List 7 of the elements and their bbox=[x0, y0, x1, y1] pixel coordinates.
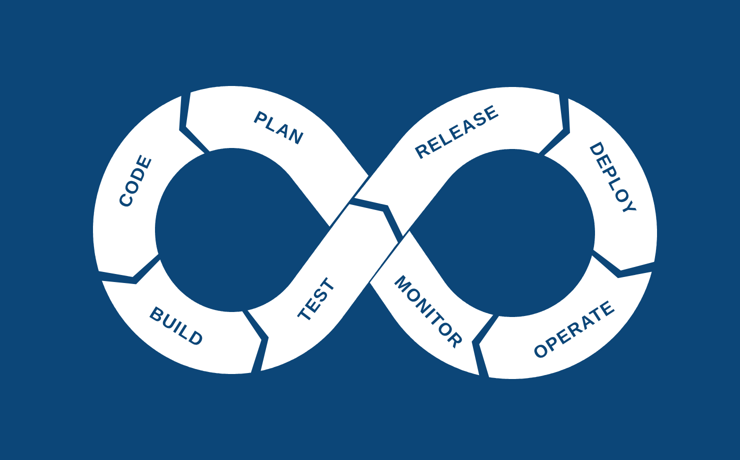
loop-segment bbox=[479, 255, 652, 379]
loop-segment bbox=[101, 259, 262, 374]
loop-segment bbox=[185, 86, 369, 227]
loop-segment bbox=[369, 230, 494, 376]
loop-segment bbox=[544, 98, 657, 271]
loop-segment bbox=[354, 87, 563, 237]
loop-segment bbox=[93, 95, 205, 277]
